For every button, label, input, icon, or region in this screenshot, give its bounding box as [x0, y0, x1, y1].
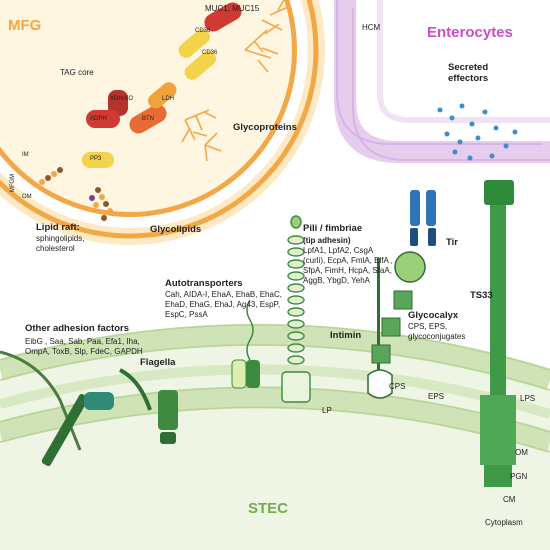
other-adhesion-factors	[0, 350, 114, 467]
muc-label: MUC1, MUC15	[205, 4, 260, 13]
tir-label: Tir	[446, 237, 458, 248]
protein-label-2: CD36	[202, 50, 218, 56]
tag-core-label: TAG core	[60, 68, 94, 77]
flagella	[119, 368, 178, 444]
glycocalyx-list: CPS, EPS, glycoconjugates	[408, 322, 466, 341]
ts33-label: TS33	[470, 290, 493, 301]
protein-label-5: BTN	[142, 116, 154, 122]
lipid-raft-title: Lipid raft:	[36, 222, 80, 233]
om-label: OM	[22, 194, 32, 200]
secreted-effectors-label: Secreted effectors	[448, 62, 489, 84]
lp-label: LP	[322, 406, 332, 415]
enterocyte-membrane	[334, 0, 550, 163]
protein-label-4: ADPH	[90, 116, 107, 122]
autotransporters-title: Autotransporters	[165, 278, 243, 289]
autotransporter	[231, 299, 260, 389]
protein-label-7: PP3	[90, 156, 102, 162]
eps-label: EPS	[428, 392, 445, 401]
mfg-title: MFG	[8, 17, 42, 34]
other-adhesion-title: Other adhesion factors	[25, 323, 129, 334]
tir-receptor	[410, 190, 436, 246]
lps-label: LPS	[520, 394, 536, 403]
glycan-branches	[181, 0, 289, 162]
flagella-label: Flagella	[140, 357, 176, 368]
intimin	[367, 251, 426, 399]
protein-label-6: LDH	[162, 96, 175, 102]
intimin-label: Intimin	[330, 330, 362, 341]
layer-cytoplasm-label: Cytoplasm	[485, 518, 523, 527]
glycolipid-chains	[39, 167, 113, 221]
pili-list: LpfA1, LpfA2, CsgA (curli), EcpA, FmlA, …	[303, 246, 393, 285]
layer-cm-label: CM	[503, 495, 516, 504]
lipid-raft-desc: sphingolipids, cholesterol	[36, 234, 85, 253]
enterocytes-title: Enterocytes	[427, 24, 513, 41]
glycolipids-label: Glycolipids	[150, 224, 202, 235]
cps-label: CPS	[389, 382, 406, 391]
ts33	[480, 180, 516, 487]
other-adhesion-list: EibG , Saa, Sab, Paa, Efa1, Iha, OmpA, T…	[25, 337, 143, 356]
protein-label-3: XDH/XO	[110, 96, 134, 102]
bacteria-envelope	[0, 323, 550, 550]
mfg-membrane-proteins	[82, 2, 242, 168]
mfg-globule	[0, 0, 325, 245]
pili-title: Pili / fimbriae	[303, 223, 363, 234]
glycocalyx-title: Glycocalyx	[408, 310, 459, 321]
layer-om-label: OM	[515, 448, 528, 457]
autotransporters-list: Cah, AIDA-I, EhaA, EhaB, EhaC, EhaD, Eha…	[165, 290, 282, 319]
mfgm-label: MFGM	[10, 173, 17, 193]
hcm-label: HCM	[362, 23, 381, 32]
pili-sub: (tip adhesin)	[303, 236, 351, 245]
im-label: IM	[22, 152, 29, 158]
layer-pgn-label: PGN	[510, 472, 528, 481]
protein-label-1: CD36	[195, 28, 211, 34]
stec-title: STEC	[248, 500, 289, 517]
glycoproteins-label: Glycoproteins	[233, 122, 297, 133]
secreted-effector-dots	[437, 103, 518, 161]
pili-fimbriae	[281, 215, 311, 403]
